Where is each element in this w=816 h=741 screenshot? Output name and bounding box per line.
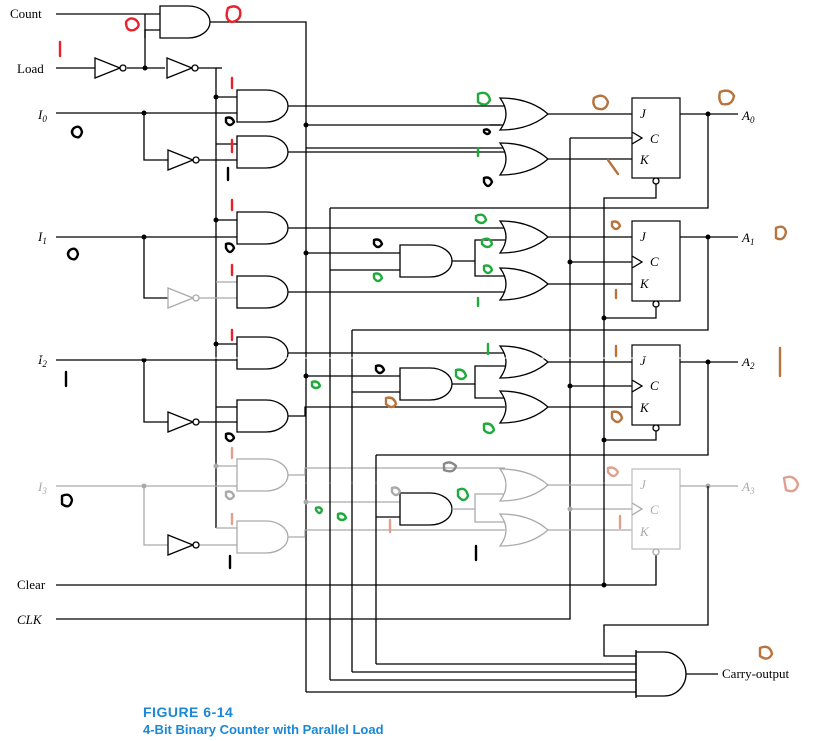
handwritten-annotations xyxy=(58,5,800,660)
count-and-gate xyxy=(159,5,211,39)
jk-flipflop-1: J C K xyxy=(631,220,681,308)
svg-text:J: J xyxy=(640,229,647,244)
a2-label: A2 xyxy=(741,354,755,371)
i3-label: I3 xyxy=(37,479,47,496)
clk-label: CLK xyxy=(17,612,43,627)
svg-text:C: C xyxy=(650,502,659,517)
load-inverter-2 xyxy=(166,57,199,79)
jk-flipflop-3: J C K xyxy=(631,468,681,556)
i1-label: I1 xyxy=(37,229,47,246)
a0-label: A0 xyxy=(741,108,755,125)
load-label: Load xyxy=(17,61,44,76)
load-junctions xyxy=(213,94,237,529)
clock-clear-wires xyxy=(567,137,657,588)
i1-inverter xyxy=(167,287,200,309)
carry-and-gate xyxy=(306,650,718,698)
svg-text:K: K xyxy=(639,152,650,167)
and-to-or-wires xyxy=(288,105,505,538)
a1-label: A1 xyxy=(741,230,754,247)
input-wires xyxy=(56,13,657,692)
input-and-gates xyxy=(236,89,289,554)
i0-label: I0 xyxy=(37,107,47,124)
clear-label: Clear xyxy=(17,577,46,592)
count-label: Count xyxy=(10,6,42,21)
svg-text:C: C xyxy=(650,378,659,393)
svg-text:J: J xyxy=(640,353,647,368)
i2-inverter xyxy=(167,411,200,433)
svg-text:K: K xyxy=(639,400,650,415)
or-gates xyxy=(498,97,549,547)
figure-title: 4-Bit Binary Counter with Parallel Load xyxy=(143,722,384,737)
a3-label: A3 xyxy=(741,479,755,496)
i0-inverter xyxy=(167,149,200,171)
svg-text:K: K xyxy=(639,276,650,291)
svg-text:J: J xyxy=(640,477,647,492)
output-wires xyxy=(330,111,738,657)
or-to-ff-wires xyxy=(548,113,632,531)
svg-text:C: C xyxy=(650,131,659,146)
svg-text:C: C xyxy=(650,254,659,269)
figure-number: FIGURE 6-14 xyxy=(143,704,234,720)
jk-flipflop-0: J C K xyxy=(631,97,681,185)
i2-label: I2 xyxy=(37,352,47,369)
i3-inverter xyxy=(167,534,200,556)
carry-output-label: Carry-output xyxy=(722,666,790,681)
svg-text:K: K xyxy=(639,524,650,539)
load-inverter-1 xyxy=(94,57,127,79)
svg-text:J: J xyxy=(640,106,647,121)
carry-and-gates xyxy=(329,208,505,680)
count-junctions xyxy=(303,122,500,505)
